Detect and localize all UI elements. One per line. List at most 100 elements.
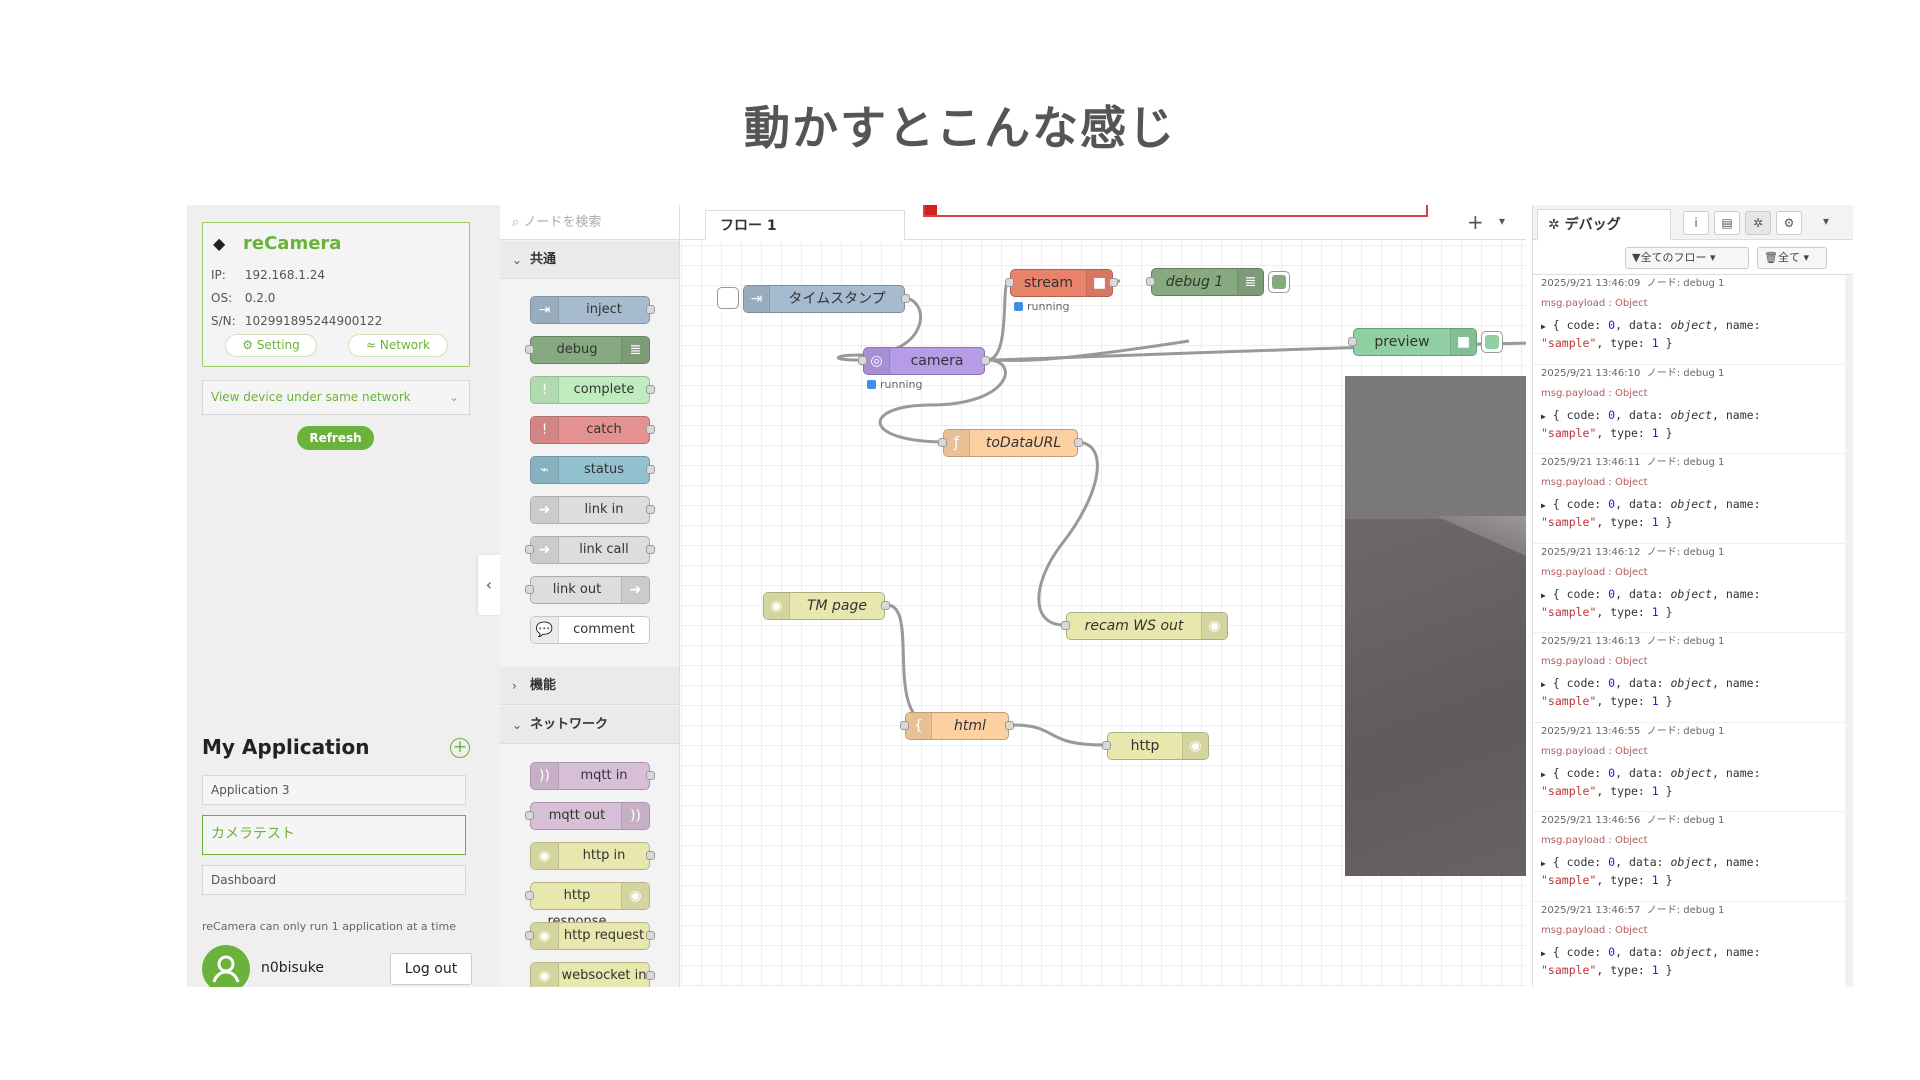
node-camera[interactable]: ◎ camera — [858, 347, 990, 375]
node-http-response[interactable]: http ◉ — [1102, 732, 1209, 760]
user-name: n0bisuke — [261, 960, 324, 976]
add-application-icon[interactable]: + — [450, 738, 470, 758]
exclamation-icon: ! — [531, 417, 559, 443]
palette-category-network[interactable]: ⌄ネットワーク — [500, 706, 679, 744]
node-html[interactable]: { html — [900, 712, 1014, 740]
palette-node-mqtt-in[interactable]: ))mqtt in — [530, 762, 655, 790]
wifi-icon: ≈ — [366, 338, 377, 352]
add-flow-button[interactable]: + — [1467, 210, 1484, 234]
refresh-button[interactable]: Refresh — [297, 426, 374, 450]
user-icon — [212, 955, 240, 983]
node-todataurl[interactable]: ƒ toDataURL — [938, 429, 1083, 457]
debug-message-topic: msg.payload : Object — [1541, 745, 1648, 757]
network-button[interactable]: ≈ Network — [348, 334, 448, 357]
app-item-active[interactable]: カメラテスト — [202, 815, 466, 855]
debug-message-body[interactable]: ▶ { code: 0, data: object, name:"sample"… — [1541, 407, 1761, 440]
debug-toggle-button[interactable] — [1268, 271, 1290, 293]
chevron-down-icon: ⌄ — [448, 390, 459, 404]
node-preview[interactable]: preview ■ — [1348, 328, 1477, 356]
device-card[interactable]: ◆ reCamera IP: 192.168.1.24 OS: 0.2.0 S/… — [202, 222, 470, 367]
debug-message-topic: msg.payload : Object — [1541, 835, 1648, 846]
node-debug-1[interactable]: debug 1 ≣ — [1146, 268, 1264, 296]
video-icon: ■ — [1450, 329, 1476, 355]
debug-message-topic: msg.payload : Object — [1541, 656, 1648, 667]
debug-message-body[interactable]: ▶ { code: 0, data: object, name:"sample"… — [1541, 944, 1761, 977]
debug-message-body[interactable]: ▶ { code: 0, data: object, name:"sample"… — [1541, 586, 1761, 619]
setting-button[interactable]: ⚙ Setting — [225, 334, 317, 357]
exclamation-icon: ! — [531, 377, 559, 403]
application-note: reCamera can only run 1 application at a… — [202, 920, 457, 933]
palette-node-inject[interactable]: ⇥inject — [530, 296, 655, 324]
debug-message-body[interactable]: ▶ { code: 0, data: object, name:"sample"… — [1541, 765, 1761, 798]
app-item[interactable]: Application 3 — [202, 775, 466, 805]
palette-node-comment[interactable]: 💬comment — [530, 616, 650, 644]
inject-trigger-button[interactable] — [717, 287, 739, 309]
debug-message-body[interactable]: ▶ { code: 0, data: object, name:"sample"… — [1541, 497, 1761, 529]
selection-outline — [923, 205, 1428, 217]
debug-message-body[interactable]: ▶ { code: 0, data: object, name:"sample"… — [1541, 855, 1761, 887]
node-timestamp[interactable]: ⇥ タイムスタンプ — [743, 285, 910, 313]
node-recam-ws-out[interactable]: recam WS out ◉ — [1061, 612, 1228, 640]
node-stream[interactable]: stream ■ — [1005, 269, 1118, 297]
debug-message-body[interactable]: ▶ { code: 0, data: object, name:"sample"… — [1541, 676, 1761, 708]
flow-workspace[interactable]: フロー 1 + ▾ ⇥ タイムスタンプ ◎ camera running str… — [681, 205, 1526, 987]
network-device-select[interactable]: View device under same network ⌄ — [202, 380, 470, 415]
node-tm-page[interactable]: ◉ TM page — [763, 592, 890, 620]
palette-node-http-request[interactable]: ◉http request — [525, 922, 655, 950]
tab-flow-1[interactable]: フロー 1 — [705, 210, 905, 241]
caret-right-icon: ▶ — [1541, 769, 1546, 779]
palette-search-input[interactable]: ⌕ ノードを検索 — [500, 205, 679, 240]
gear-icon[interactable]: ⚙ — [1776, 211, 1802, 235]
slide-title: 動かすとこんな感じ — [744, 101, 1176, 155]
palette-node-websocket-in[interactable]: ◉websocket in — [530, 962, 655, 987]
globe-icon: ◉ — [531, 923, 559, 949]
logout-button[interactable]: Log out — [390, 953, 472, 985]
device-name: reCamera — [243, 233, 342, 254]
palette-category-common[interactable]: ⌄共通 — [500, 241, 679, 279]
link-call-icon: ➜ — [531, 537, 559, 563]
app-item[interactable]: Dashboard — [202, 865, 466, 895]
collapse-sidebar-button[interactable]: ‹ — [478, 555, 500, 615]
debug-filter-select[interactable]: ▼全てのフロー ▾ — [1625, 247, 1749, 269]
chevron-down-icon[interactable]: ▾ — [1499, 214, 1506, 228]
chevron-down-icon[interactable]: ▾ — [1823, 214, 1830, 228]
caret-right-icon: ▶ — [1541, 322, 1546, 331]
palette-node-http-in[interactable]: ◉http in — [530, 842, 655, 870]
debug-clear-button[interactable]: 🗑全て ▾ — [1757, 247, 1827, 269]
palette-node-catch[interactable]: !catch — [530, 416, 655, 444]
debug-message-topic: msg.payload : Object — [1541, 298, 1648, 309]
avatar — [202, 945, 250, 987]
preview-toggle-button[interactable] — [1481, 331, 1503, 353]
palette-node-debug[interactable]: debug≣ — [525, 336, 650, 364]
palette-node-http-response[interactable]: http response◉ — [525, 882, 650, 929]
globe-icon: ◉ — [1182, 733, 1208, 759]
palette-node-mqtt-out[interactable]: mqtt out)) — [525, 802, 650, 830]
palette-node-link-in[interactable]: ➜link in — [530, 496, 655, 524]
palette-node-status[interactable]: ⌁status — [530, 456, 655, 484]
palette-node-complete[interactable]: !complete — [530, 376, 655, 404]
trash-icon: 🗑 — [1764, 251, 1778, 264]
debug-message-body[interactable]: ▶ { code: 0, data: object, name:"sample"… — [1541, 318, 1761, 350]
inject-icon: ⇥ — [744, 286, 770, 312]
palette-node-link-out[interactable]: link out➜ — [525, 576, 650, 604]
info-icon[interactable]: i — [1683, 211, 1709, 235]
debug-message-topic: msg.payload : Object — [1541, 924, 1648, 936]
bug-icon[interactable]: ✲ — [1745, 211, 1771, 235]
book-icon[interactable]: ▤ — [1714, 211, 1740, 235]
palette-category-function[interactable]: ›機能 — [500, 667, 679, 705]
tab-debug[interactable]: ✲ デバッグ — [1537, 209, 1671, 241]
device-ip: IP: 192.168.1.24 — [211, 268, 325, 282]
caret-right-icon: ▶ — [1541, 501, 1546, 510]
palette-node-link-call[interactable]: ➜link call — [525, 536, 655, 564]
comment-icon: 💬 — [531, 617, 559, 643]
debug-scrollbar[interactable] — [1845, 275, 1853, 987]
